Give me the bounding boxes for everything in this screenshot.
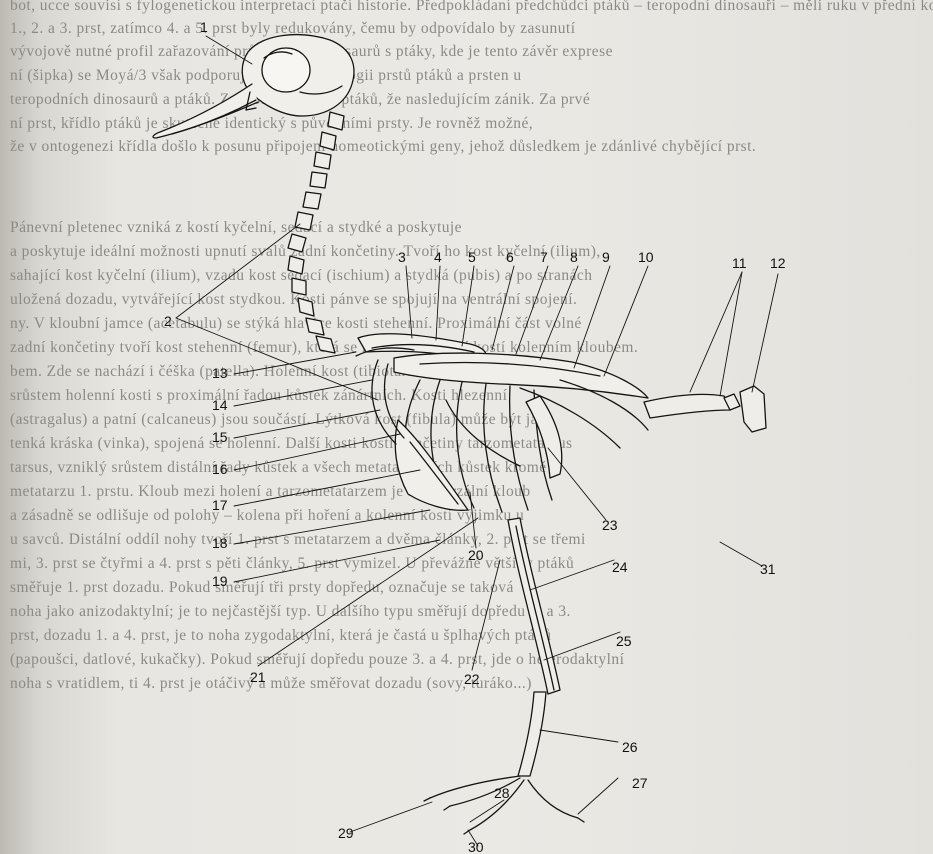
label-26: 26 [622, 739, 638, 755]
label-27: 27 [632, 775, 648, 791]
skull [242, 35, 354, 116]
label-8: 8 [570, 249, 578, 265]
label-4: 4 [434, 249, 442, 265]
label-16: 16 [212, 461, 228, 477]
label-30: 30 [468, 839, 484, 854]
label-31: 31 [760, 561, 776, 577]
label-6: 6 [506, 249, 514, 265]
label-9: 9 [602, 249, 610, 265]
label-12: 12 [770, 255, 786, 271]
label-11: 11 [732, 255, 747, 271]
label-22: 22 [464, 671, 480, 687]
label-25: 25 [616, 633, 632, 649]
label-7: 7 [540, 249, 548, 265]
tail-vertebrae [644, 386, 766, 432]
label-19: 19 [212, 573, 228, 589]
label-14: 14 [212, 397, 228, 413]
tarsometatarsus [518, 692, 546, 776]
label-20: 20 [468, 547, 484, 563]
label-29: 29 [338, 825, 354, 841]
label-24: 24 [612, 559, 628, 575]
femur [526, 396, 562, 478]
label-13: 13 [212, 365, 228, 381]
leader-lines [176, 36, 778, 846]
label-15: 15 [212, 429, 228, 445]
pelvis [394, 353, 648, 448]
label-28: 28 [494, 785, 510, 801]
label-1: 1 [200, 19, 208, 35]
beak [153, 84, 258, 138]
label-5: 5 [468, 249, 476, 265]
label-21: 21 [250, 669, 266, 685]
label-10: 10 [638, 249, 654, 265]
label-2: 2 [164, 313, 172, 329]
label-23: 23 [602, 517, 618, 533]
label-3: 3 [398, 249, 406, 265]
tibiotarsus [508, 518, 560, 694]
label-18: 18 [212, 535, 228, 551]
label-17: 17 [212, 497, 228, 513]
neck-vertebrae [288, 112, 344, 353]
